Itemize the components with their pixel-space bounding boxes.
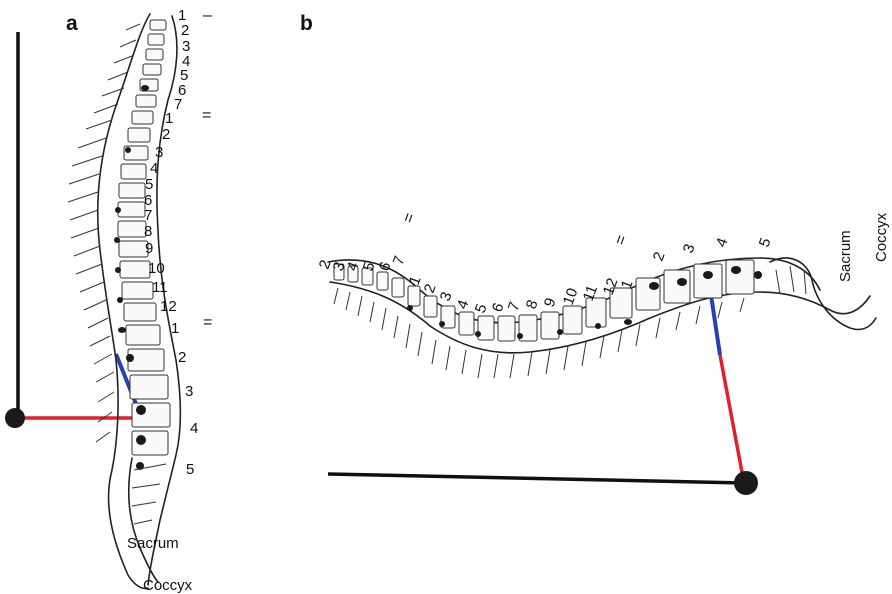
- plumb-line-b: [328, 474, 744, 483]
- label-b-t9: 9: [541, 296, 560, 310]
- red-line-b: [720, 355, 744, 483]
- label-t11: 11: [152, 279, 168, 296]
- label-t4: 4: [150, 160, 158, 177]
- divider-top: –: [203, 7, 212, 24]
- label-t1: 1: [165, 110, 173, 127]
- label-b-l5: 5: [756, 236, 775, 250]
- label-l4: 4: [190, 420, 198, 437]
- label-b-t7: 7: [505, 300, 524, 314]
- label-b-t10: 10: [560, 286, 582, 307]
- label-c7: 7: [174, 96, 182, 113]
- label-t9: 9: [145, 240, 153, 257]
- label-b-l3: 3: [680, 242, 699, 256]
- label-t10: 10: [148, 260, 165, 277]
- label-b-t8: 8: [523, 298, 542, 312]
- label-t8: 8: [144, 223, 152, 240]
- label-b-t3: 3: [437, 290, 456, 304]
- label-t12: 12: [160, 298, 177, 315]
- joint-dot-a: [5, 408, 25, 428]
- label-coccyx-a: Coccyx: [143, 577, 193, 594]
- label-b-l4: 4: [713, 236, 732, 250]
- label-b-t4: 4: [454, 298, 473, 312]
- label-t2: 2: [162, 126, 170, 143]
- divider-b-t-l: =: [612, 233, 631, 248]
- label-l1: 1: [171, 320, 179, 337]
- label-l2: 2: [178, 349, 186, 366]
- label-l5: 5: [186, 461, 194, 478]
- panel-b: b: [300, 12, 890, 495]
- label-t3: 3: [155, 144, 163, 161]
- panel-a: a: [5, 7, 212, 594]
- joint-dot-b: [734, 471, 758, 495]
- divider-t-l: =: [203, 314, 212, 331]
- label-t7: 7: [144, 207, 152, 224]
- panel-a-label: a: [66, 12, 78, 35]
- label-sacrum-a: Sacrum: [127, 535, 179, 552]
- label-c2: 2: [181, 22, 189, 39]
- label-sacrum-b: Sacrum: [837, 230, 854, 282]
- label-t5: 5: [145, 176, 153, 193]
- divider-c-t: =: [202, 107, 211, 124]
- label-coccyx-b: Coccyx: [873, 212, 890, 262]
- panel-b-label: b: [300, 12, 313, 35]
- label-l3: 3: [185, 383, 193, 400]
- divider-b-c-t: =: [400, 211, 419, 226]
- label-b-l2: 2: [650, 250, 669, 264]
